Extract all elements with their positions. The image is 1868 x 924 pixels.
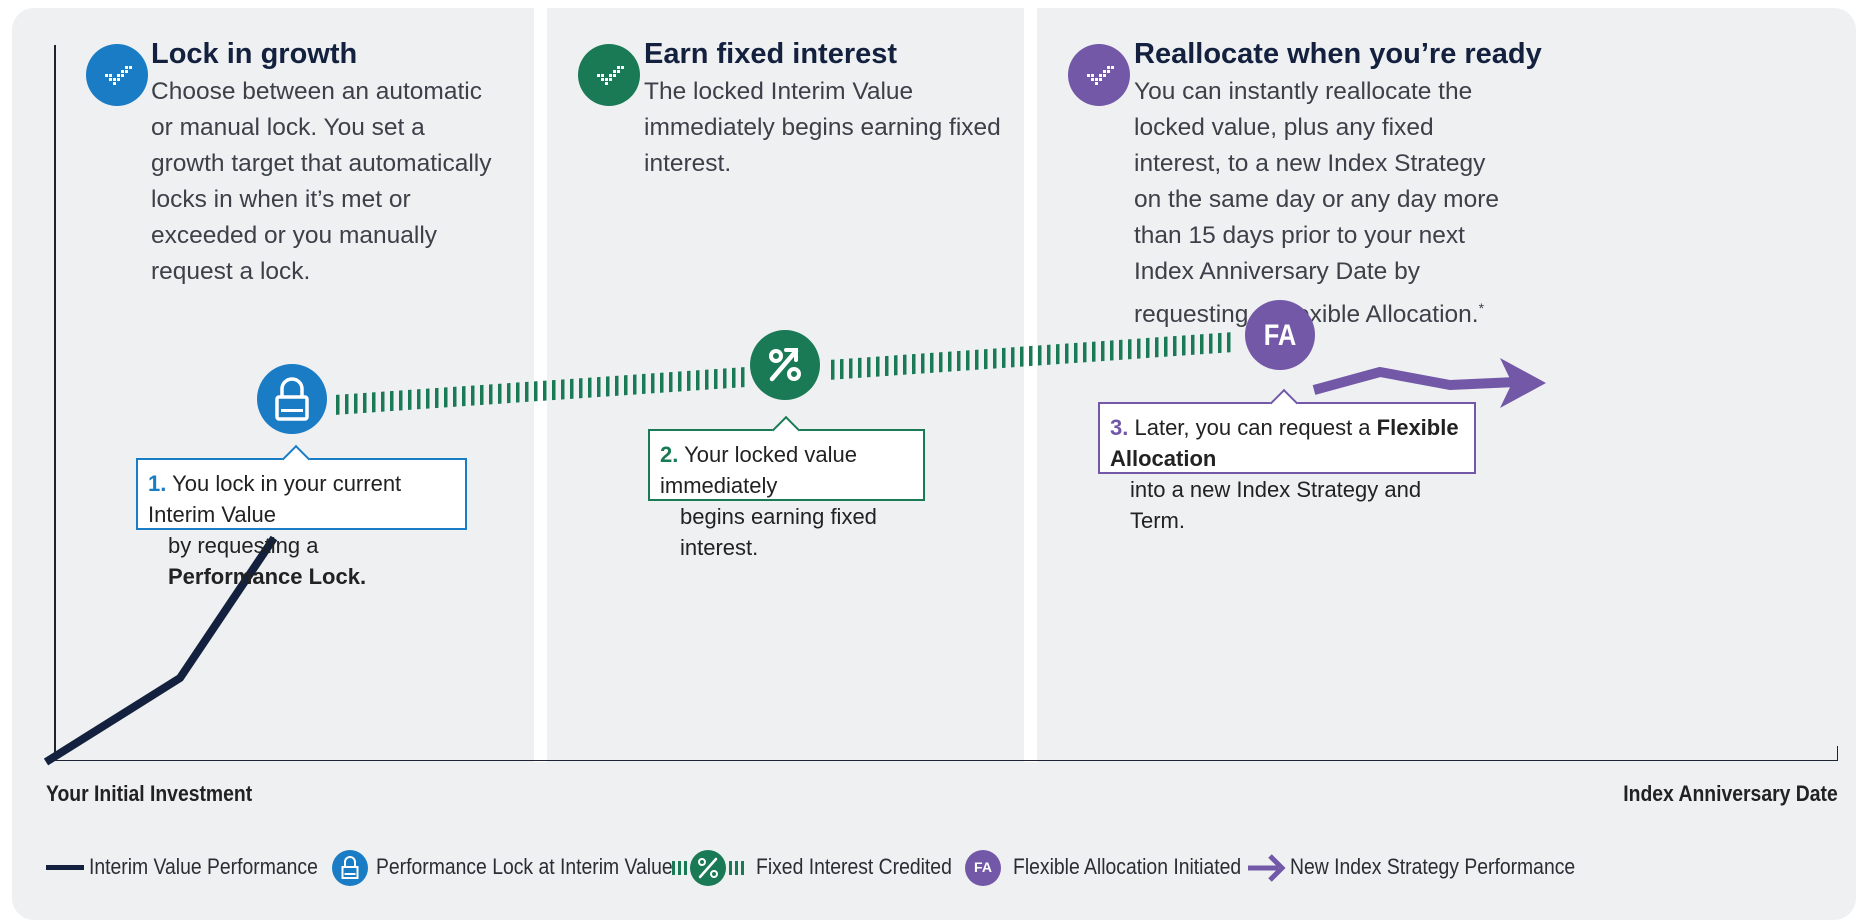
legend-label: New Index Strategy Performance bbox=[1290, 854, 1576, 879]
legend-label: Interim Value Performance bbox=[89, 854, 318, 879]
dark-line-icon bbox=[46, 865, 84, 870]
callout-text-line2: into a new Index Strategy and Term. bbox=[1130, 477, 1422, 533]
arrow-right-icon bbox=[1500, 358, 1546, 408]
legend-label: Performance Lock at Interim Value bbox=[376, 854, 673, 879]
callout-text: Later, you can request a bbox=[1134, 415, 1377, 440]
callout-number: 2. bbox=[660, 442, 679, 467]
legend-item: FA Flexible Allocation Initiated bbox=[963, 843, 1241, 893]
legend-label: Flexible Allocation Initiated bbox=[1013, 854, 1242, 879]
legend: Interim Value Performance Performance Lo… bbox=[12, 843, 1856, 893]
lock-icon bbox=[332, 850, 368, 886]
x-axis bbox=[54, 760, 1838, 761]
step-title: Lock in growth bbox=[151, 38, 358, 70]
step-title: Reallocate when you’re ready bbox=[1134, 38, 1542, 70]
fixed-interest-band bbox=[828, 332, 1234, 380]
fa-badge-label: FA bbox=[1263, 319, 1297, 352]
callout-performance-lock: 1. You lock in your current Interim Valu… bbox=[136, 444, 467, 589]
percent-icon bbox=[672, 850, 744, 886]
diagram-card: Lock in growth Choose between an automat… bbox=[12, 8, 1856, 920]
interim-value-line bbox=[43, 535, 278, 766]
fa-badge-icon bbox=[965, 850, 1001, 886]
footnote-mark: * bbox=[1478, 300, 1485, 316]
legend-item: Interim Value Performance bbox=[46, 843, 318, 893]
legend-item: Fixed Interest Credited bbox=[670, 843, 952, 893]
lock-icon bbox=[257, 364, 327, 434]
step-description: The locked Interim Value immediately beg… bbox=[644, 78, 1001, 177]
callout-text: Your locked value immediately bbox=[660, 442, 857, 498]
callout-text-line2: by requesting a Performance Lock. bbox=[148, 530, 455, 592]
y-axis bbox=[54, 45, 56, 761]
step-title: Earn fixed interest bbox=[644, 38, 898, 70]
panel-divider bbox=[1024, 8, 1037, 762]
callout-bold-text: Performance Lock. bbox=[168, 564, 367, 589]
callout-number: 1. bbox=[148, 471, 167, 496]
checkmark-icon bbox=[578, 44, 640, 106]
percent-icon bbox=[750, 330, 820, 400]
checkmark-icon bbox=[1068, 44, 1130, 106]
callout-text: by requesting a bbox=[168, 533, 319, 558]
callout-bold-text: Flexible Allocation bbox=[1110, 415, 1459, 471]
legend-item: Performance Lock at Interim Value bbox=[330, 843, 673, 893]
x-axis-end-tick bbox=[1837, 746, 1838, 761]
callout-number: 3. bbox=[1110, 415, 1129, 440]
legend-label: Fixed Interest Credited bbox=[756, 854, 952, 879]
fa-badge-label: FA bbox=[974, 859, 992, 875]
callout-text: You lock in your current Interim Value bbox=[148, 471, 402, 527]
callout-fixed-interest: 2. Your locked value immediately begins … bbox=[648, 415, 925, 560]
new-index-strategy-line bbox=[1312, 367, 1517, 395]
checkmark-icon bbox=[86, 44, 148, 106]
fixed-interest-band bbox=[334, 367, 746, 415]
step-description-text: You can instantly reallocate the locked … bbox=[1134, 78, 1499, 329]
step-description: You can instantly reallocate the locked … bbox=[1134, 74, 1502, 333]
axis-end-label: Index Anniversary Date bbox=[1623, 781, 1838, 806]
callout-flexible-allocation: 3. Later, you can request a Flexible All… bbox=[1098, 388, 1476, 533]
step-description: Choose between an automatic or manual lo… bbox=[151, 78, 492, 285]
timeline-graphic bbox=[43, 332, 1546, 766]
axis-start-label: Your Initial Investment bbox=[46, 781, 253, 806]
legend-item: New Index Strategy Performance bbox=[1248, 843, 1575, 893]
callout-text-line2: begins earning fixed interest. bbox=[680, 504, 877, 560]
fa-badge-icon: FA bbox=[1245, 300, 1315, 370]
arrow-right-icon bbox=[1248, 854, 1286, 882]
